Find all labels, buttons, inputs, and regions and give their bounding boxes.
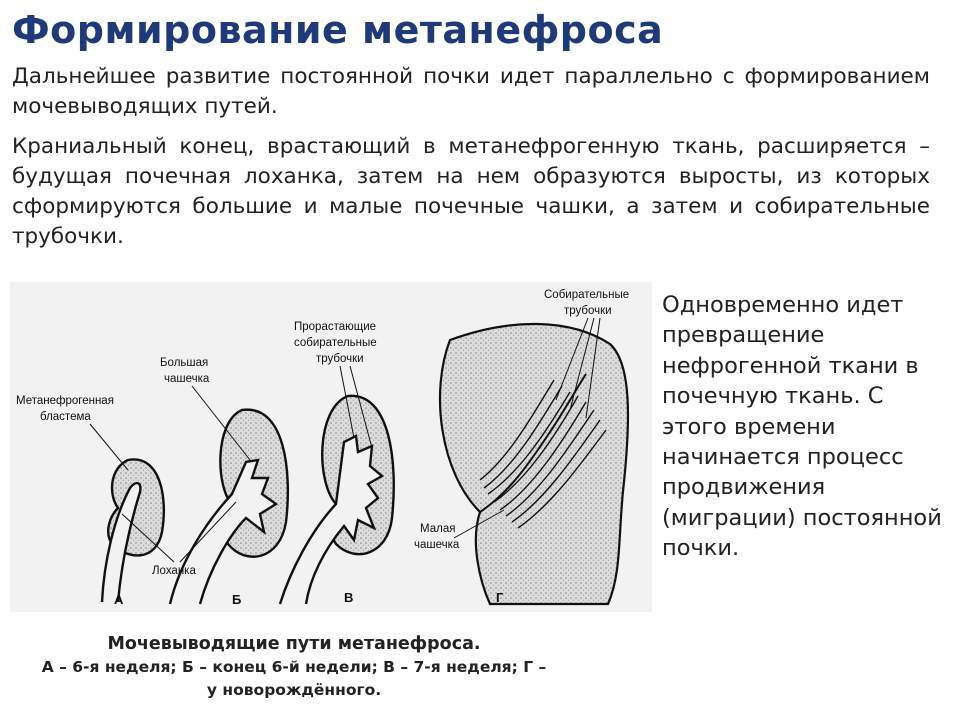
stage-label-d: Г: [496, 590, 504, 605]
kidney-stage-c: [278, 394, 395, 605]
label-major-calyx-1: Большая: [160, 357, 208, 369]
label-pelvis: Лоханка: [152, 565, 196, 577]
kidney-stage-d: [438, 322, 630, 606]
figure-caption: Мочевыводящие пути метанефроса. А – 6-я …: [24, 632, 564, 702]
slide-title: Формирование метанефроса: [12, 8, 664, 52]
label-tubules-1: Прорастающие: [294, 321, 376, 333]
label-blastema-2: бластема: [40, 411, 91, 423]
caption-description: А – 6-я неделя; Б – конец 6-й недели; В …: [41, 658, 547, 699]
kidney-stage-a: [100, 458, 166, 603]
label-collecting-2: трубочки: [564, 305, 612, 317]
label-major-calyx-2: чашечка: [164, 373, 210, 385]
stage-label-c: В: [344, 590, 353, 605]
stage-label-a: А: [114, 592, 124, 607]
caption-title: Мочевыводящие пути метанефроса.: [107, 634, 481, 654]
metanephros-figure: Метанефрогенная бластема Большая чашечка…: [10, 282, 652, 612]
paragraph-development: Дальнейшее развитие постоянной почки иде…: [12, 64, 930, 119]
paragraph-cranial-end: Краниальный конец, врастающий в метанефр…: [12, 134, 930, 249]
label-tubules-3: трубочки: [316, 353, 364, 365]
label-tubules-2: собирательные: [294, 337, 377, 349]
label-collecting-1: Собирательные: [544, 289, 629, 301]
label-minor-calyx-2: чашечка: [414, 539, 460, 551]
label-blastema-1: Метанефрогенная: [16, 395, 114, 407]
stage-label-b: Б: [232, 592, 241, 607]
label-minor-calyx-1: Малая: [420, 523, 455, 535]
kidney-stage-b: [168, 408, 289, 605]
metanephros-illustration: Метанефрогенная бластема Большая чашечка…: [16, 289, 630, 607]
side-text: Одновременно идет превращение нефрогенно…: [662, 292, 942, 562]
